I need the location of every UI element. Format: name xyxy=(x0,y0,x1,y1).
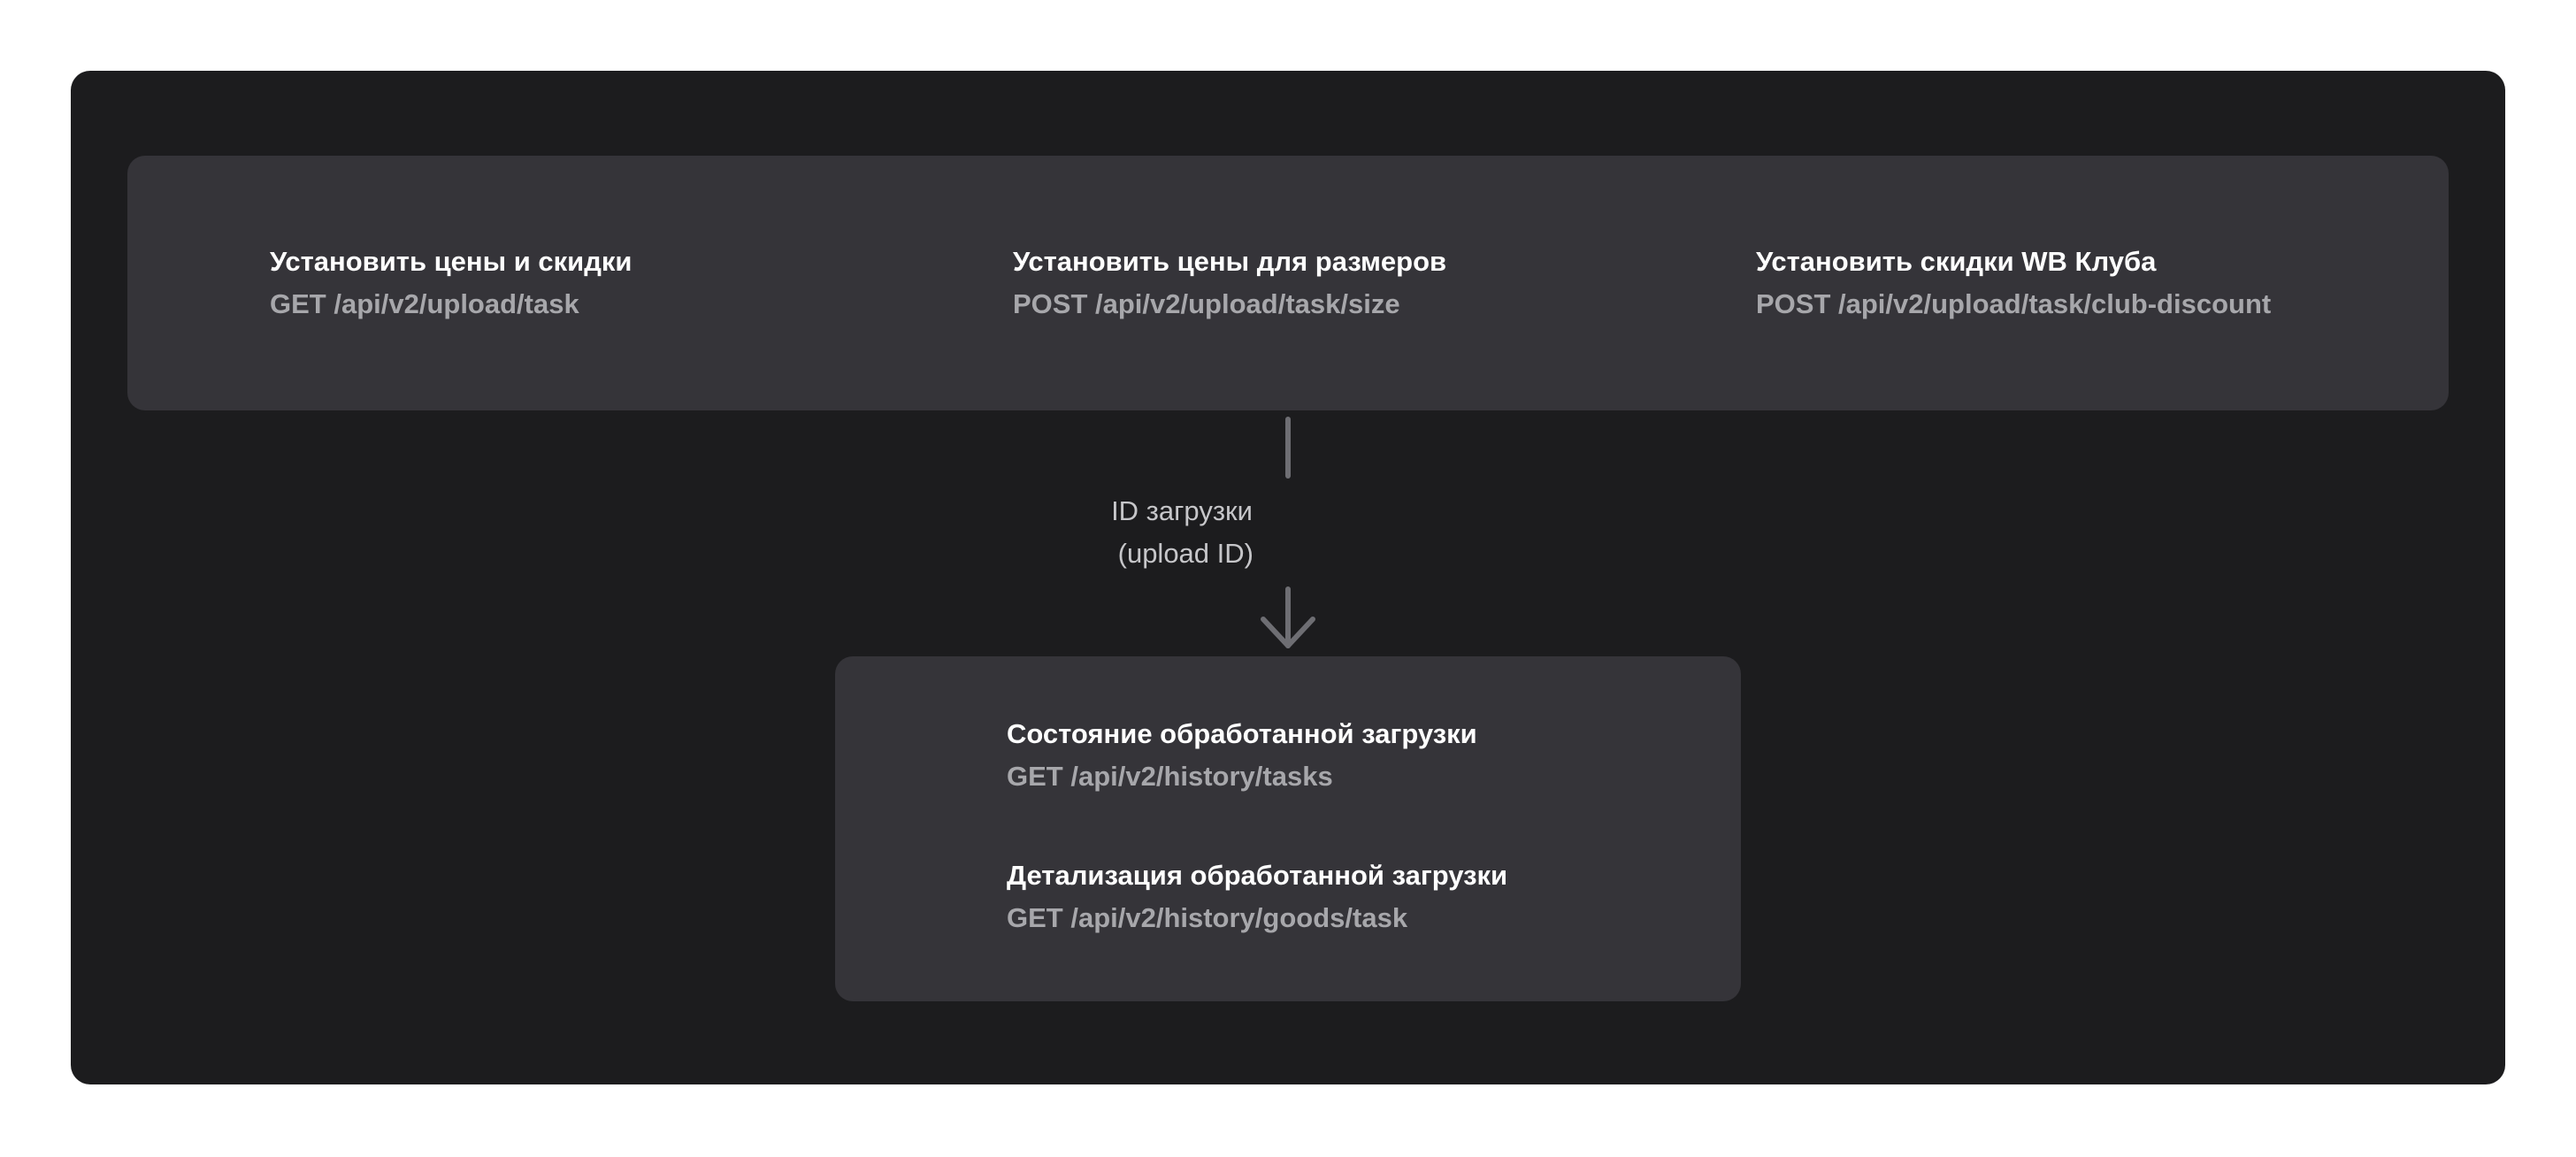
endpoint-path: POST /api/v2/upload/task/club-discount xyxy=(1756,288,2272,319)
endpoint-upload-club-discount: Установить скидки WB Клуба POST /api/v2/… xyxy=(1756,241,2271,326)
endpoint-history-tasks: Состояние обработанной загрузки GET /api… xyxy=(1007,713,1477,798)
endpoint-title: Установить цены для размеров xyxy=(1013,246,1447,277)
diagram-frame: Установить цены и скидки GET /api/v2/upl… xyxy=(71,71,2505,1084)
endpoint-upload-task-size: Установить цены для размеров POST /api/v… xyxy=(1013,241,1446,326)
upload-id-label-line1: ID загрузки xyxy=(1111,495,1253,526)
endpoint-path: GET /api/v2/history/goods/task xyxy=(1007,902,1408,933)
endpoint-path: GET /api/v2/history/tasks xyxy=(1007,761,1333,792)
connector-arrowhead xyxy=(1261,617,1315,648)
upload-methods-panel: Установить цены и скидки GET /api/v2/upl… xyxy=(127,156,2449,410)
history-methods-panel: Состояние обработанной загрузки GET /api… xyxy=(835,656,1741,1001)
upload-id-label: ID загрузки (upload ID) xyxy=(1093,490,1270,575)
endpoint-title: Детализация обработанной загрузки xyxy=(1007,860,1508,891)
endpoint-upload-task: Установить цены и скидки GET /api/v2/upl… xyxy=(270,241,632,326)
endpoint-title: Установить скидки WB Клуба xyxy=(1756,246,2157,277)
endpoint-history-goods-task: Детализация обработанной загрузки GET /a… xyxy=(1007,854,1507,939)
endpoint-title: Состояние обработанной загрузки xyxy=(1007,718,1477,749)
endpoint-path: POST /api/v2/upload/task/size xyxy=(1013,288,1400,319)
endpoint-title: Установить цены и скидки xyxy=(270,246,632,277)
upload-id-label-line2: (upload ID) xyxy=(1110,538,1254,569)
endpoint-path: GET /api/v2/upload/task xyxy=(270,288,579,319)
